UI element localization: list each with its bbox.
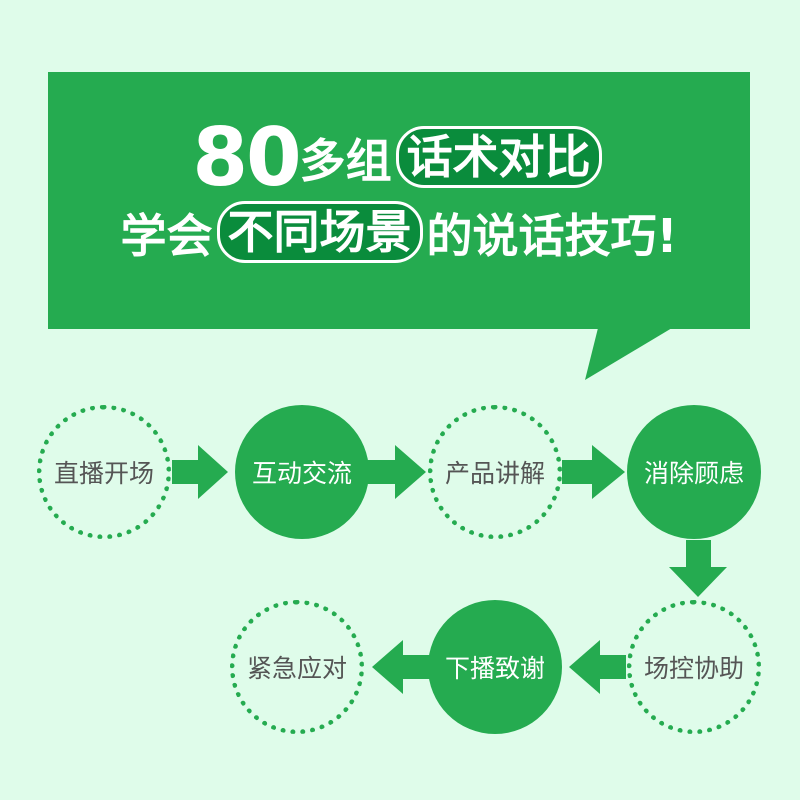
headline-number: 80 bbox=[192, 111, 301, 204]
step-remove-concerns: 消除顾虑 bbox=[627, 405, 761, 539]
arrow-right-icon bbox=[172, 445, 228, 499]
step-field-control: 场控协助 bbox=[627, 600, 761, 734]
step-product-explanation: 产品讲解 bbox=[428, 405, 562, 539]
arrow-left-icon bbox=[569, 640, 626, 694]
headline-highlight-1: 话术对比 bbox=[395, 126, 602, 188]
step-label: 直播开场 bbox=[53, 459, 154, 488]
speech-bubble-tail bbox=[585, 328, 672, 380]
arrow-right-icon bbox=[367, 445, 426, 499]
step-live-opening: 直播开场 bbox=[37, 405, 171, 539]
step-thanks: 下播致谢 bbox=[428, 600, 562, 734]
step-interaction: 互动交流 bbox=[235, 405, 369, 539]
step-label: 紧急应对 bbox=[246, 654, 347, 683]
arrow-left-icon bbox=[372, 640, 430, 694]
headline-text-2b: 的说话技巧! bbox=[426, 209, 678, 263]
headline-highlight-2: 不同场景 bbox=[216, 201, 423, 263]
step-label: 互动交流 bbox=[251, 459, 352, 488]
headline-text-2a: 学会 bbox=[120, 209, 213, 263]
step-emergency: 紧急应对 bbox=[230, 600, 364, 734]
speech-bubble bbox=[48, 72, 750, 329]
step-label: 产品讲解 bbox=[444, 459, 545, 488]
arrow-right-icon bbox=[562, 445, 625, 499]
step-label: 下播致谢 bbox=[444, 654, 545, 683]
headline-line-2: 学会不同场景的说话技巧! bbox=[48, 196, 750, 276]
headline-text-1: 多组 bbox=[299, 134, 392, 188]
headline-line-1: 80多组话术对比 bbox=[48, 118, 750, 201]
step-label: 消除顾虑 bbox=[643, 459, 744, 488]
arrow-down-icon bbox=[669, 540, 727, 597]
step-label: 场控协助 bbox=[643, 654, 744, 683]
